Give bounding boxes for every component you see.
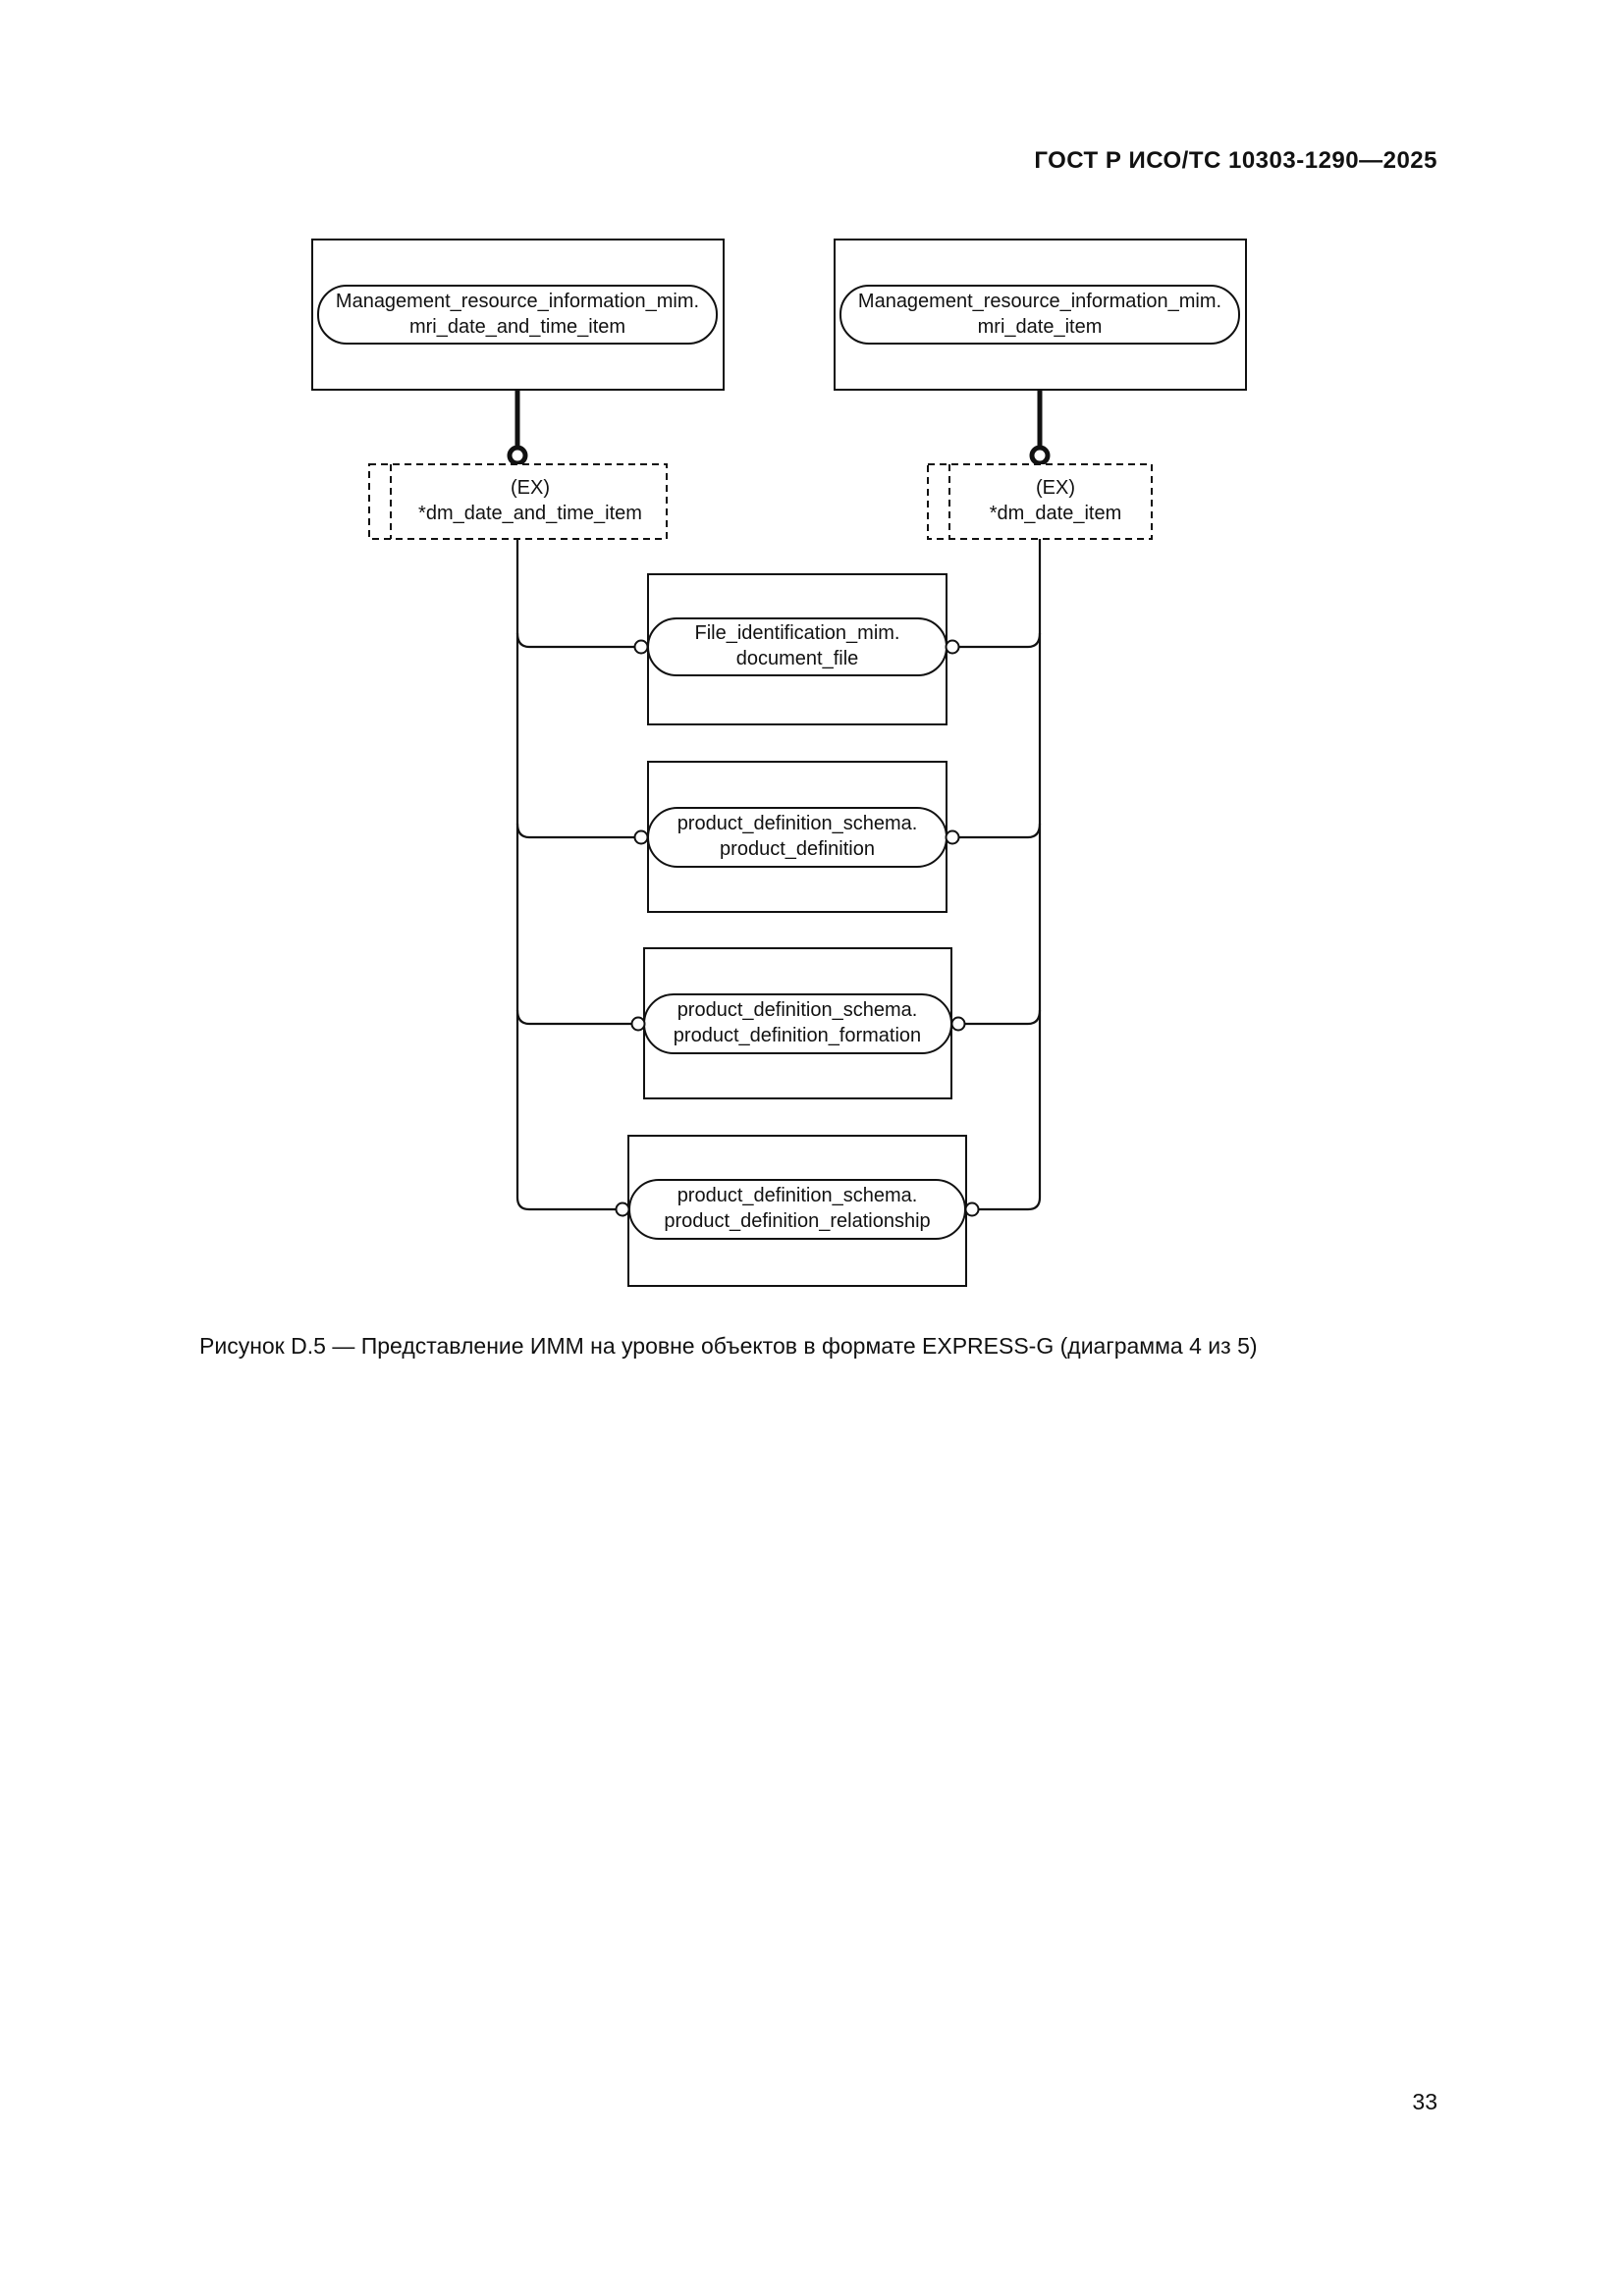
top-right-entity-name: mri_date_item bbox=[978, 316, 1103, 338]
entity-3-schema: product_definition_schema. bbox=[677, 999, 918, 1021]
entity-product-definition: product_definition_schema. product_defin… bbox=[633, 761, 960, 913]
left-trunk bbox=[515, 539, 640, 1211]
left-select-name: *dm_date_and_time_item bbox=[418, 503, 642, 524]
top-left-schema-box: Management_resource_information_mim. mri… bbox=[311, 239, 725, 391]
entity-document-file: File_identification_mim. document_file bbox=[633, 573, 960, 725]
left-select-box: (EX) *dm_date_and_time_item bbox=[368, 463, 668, 540]
top-left-schema-name: Management_resource_information_mim. bbox=[336, 291, 699, 312]
right-select-name: *dm_date_item bbox=[990, 503, 1122, 524]
entity-3-name: product_definition_formation bbox=[674, 1025, 921, 1046]
left-select-tag: (EX) bbox=[511, 477, 550, 499]
page-number: 33 bbox=[1412, 2089, 1437, 2114]
entity-product-definition-relationship: product_definition_schema. product_defin… bbox=[615, 1135, 980, 1287]
entity-2-schema: product_definition_schema. bbox=[677, 813, 918, 834]
entity-2-name: product_definition bbox=[720, 838, 875, 860]
top-right-schema-box: Management_resource_information_mim. mri… bbox=[834, 239, 1247, 391]
document-id-header: ГОСТ Р ИСО/ТС 10303-1290—2025 bbox=[1034, 147, 1437, 174]
top-left-entity-name: mri_date_and_time_item bbox=[409, 316, 625, 338]
left-thick-connector bbox=[507, 390, 528, 466]
right-select-box: (EX) *dm_date_item bbox=[927, 463, 1153, 540]
express-g-diagram: Management_resource_information_mim. mri… bbox=[311, 239, 1247, 1287]
right-trunk bbox=[952, 539, 1042, 1211]
figure-caption: Рисунок D.5 — Представление ИММ на уровн… bbox=[199, 1333, 1258, 1359]
right-thick-connector bbox=[1029, 390, 1051, 466]
entity-1-schema: File_identification_mim. bbox=[695, 622, 900, 644]
top-right-schema-name: Management_resource_information_mim. bbox=[858, 291, 1221, 312]
right-select-tag: (EX) bbox=[1036, 477, 1075, 499]
entity-4-schema: product_definition_schema. bbox=[677, 1185, 918, 1206]
entity-4-name: product_definition_relationship bbox=[664, 1210, 930, 1232]
entity-product-definition-formation: product_definition_schema. product_defin… bbox=[630, 947, 966, 1099]
entity-1-name: document_file bbox=[736, 648, 859, 669]
